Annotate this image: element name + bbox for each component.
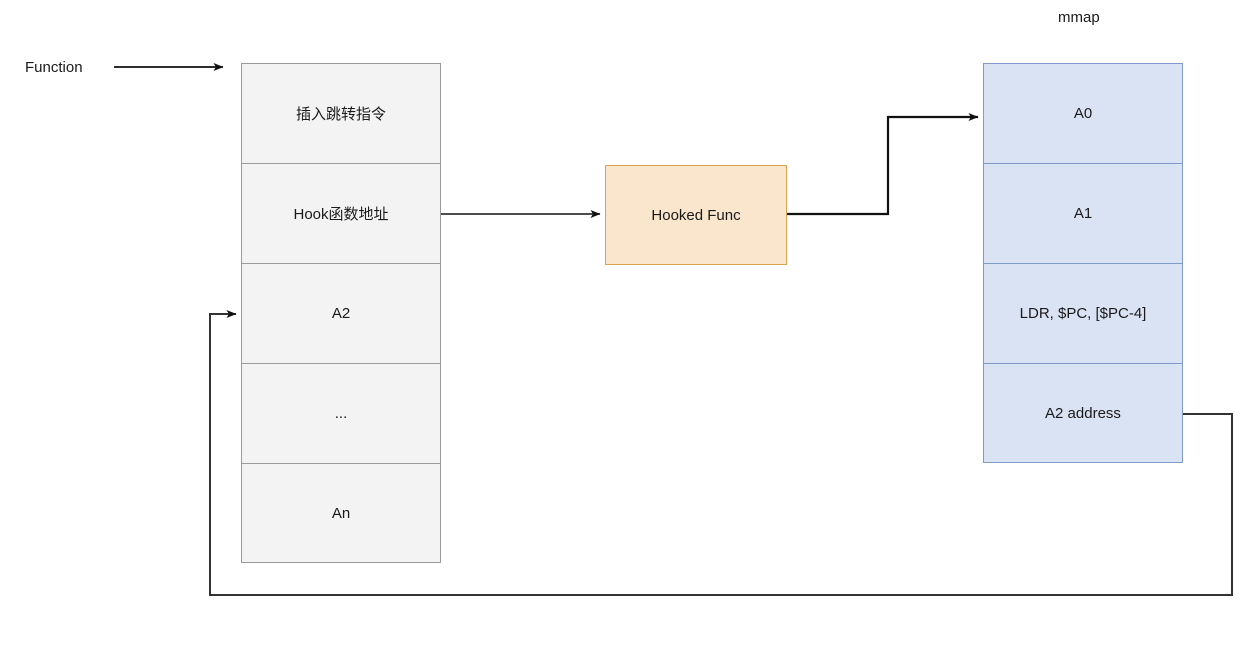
function-row-ellipsis: ... [241,363,441,463]
mmap-memory-table: A0 A1 LDR, $PC, [$PC-4] A2 address [983,63,1183,463]
mmap-row-a2-address: A2 address [983,363,1183,463]
mmap-title-label: mmap [1058,9,1100,26]
function-memory-table: 插入跳转指令 Hook函数地址 A2 ... An [241,63,441,563]
connector-hookedfunc-to-a0 [787,113,979,216]
mmap-row-a0: A0 [983,63,1183,163]
function-row-a2: A2 [241,263,441,363]
function-row-hook-address: Hook函数地址 [241,163,441,263]
function-row-insert-jump: 插入跳转指令 [241,63,441,163]
mmap-row-a1: A1 [983,163,1183,263]
function-row-an: An [241,463,441,563]
mmap-row-ldr-instruction: LDR, $PC, [$PC-4] [983,263,1183,363]
hooked-func-node: Hooked Func [605,165,787,265]
function-source-label: Function [25,59,83,76]
